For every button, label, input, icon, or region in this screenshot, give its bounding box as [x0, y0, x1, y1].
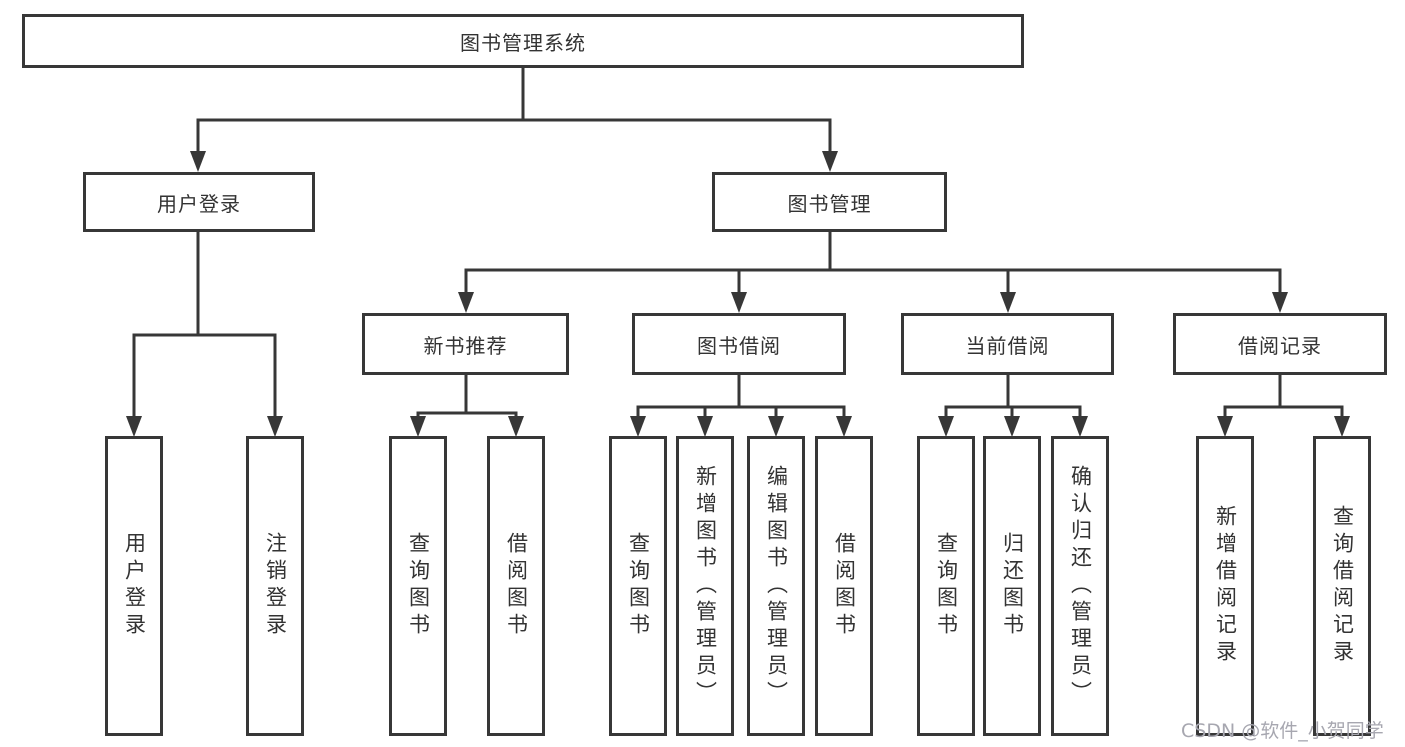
- node-label: 图书借阅: [697, 333, 781, 358]
- leaf-borrow-books-recommend: 借阅图书: [487, 436, 545, 736]
- leaf-query-books-current: 查询图书: [917, 436, 975, 736]
- node-label: 新增图书（管理员）: [693, 464, 718, 708]
- node-label: 注销登录: [263, 532, 288, 640]
- leaf-borrow-books: 借阅图书: [815, 436, 873, 736]
- leaf-query-borrow-record: 查询借阅记录: [1313, 436, 1371, 736]
- node-user-login: 用户登录: [83, 172, 315, 232]
- node-label: 确认归还（管理员）: [1068, 464, 1093, 708]
- node-label: 借阅记录: [1238, 333, 1322, 358]
- node-label: 查询图书: [934, 532, 959, 640]
- leaf-add-borrow-record: 新增借阅记录: [1196, 436, 1254, 736]
- leaf-query-books-borrow: 查询图书: [609, 436, 667, 736]
- node-current-borrow: 当前借阅: [901, 313, 1114, 375]
- node-label: 借阅图书: [832, 532, 857, 640]
- leaf-add-books-admin: 新增图书（管理员）: [676, 436, 734, 736]
- node-label: 图书管理: [787, 191, 872, 216]
- node-label: 用户登录: [122, 532, 147, 640]
- csdn-watermark: CSDN @软件_小贺同学: [1181, 720, 1384, 742]
- node-new-book-recommend: 新书推荐: [362, 313, 569, 375]
- node-label: 新增借阅记录: [1213, 505, 1238, 667]
- node-label: 新书推荐: [423, 333, 508, 358]
- node-book-management: 图书管理: [712, 172, 947, 232]
- leaf-query-books-recommend: 查询图书: [389, 436, 447, 736]
- leaf-user-login: 用户登录: [105, 436, 163, 736]
- node-system-root: 图书管理系统: [22, 14, 1024, 68]
- node-label: 查询借阅记录: [1330, 505, 1355, 667]
- leaf-return-books: 归还图书: [983, 436, 1041, 736]
- node-borrow-records: 借阅记录: [1173, 313, 1387, 375]
- node-label: 查询图书: [406, 532, 431, 640]
- leaf-confirm-return-admin: 确认归还（管理员）: [1051, 436, 1109, 736]
- node-label: 借阅图书: [504, 532, 529, 640]
- node-book-borrow: 图书借阅: [632, 313, 846, 375]
- node-label: 归还图书: [1000, 532, 1025, 640]
- leaf-logout: 注销登录: [246, 436, 304, 736]
- leaf-edit-books-admin: 编辑图书（管理员）: [747, 436, 805, 736]
- node-label: 用户登录: [157, 191, 241, 216]
- node-label: 图书管理系统: [460, 30, 586, 55]
- node-label: 查询图书: [626, 532, 651, 640]
- node-label: 当前借阅: [965, 333, 1050, 358]
- node-label: 编辑图书（管理员）: [764, 464, 789, 708]
